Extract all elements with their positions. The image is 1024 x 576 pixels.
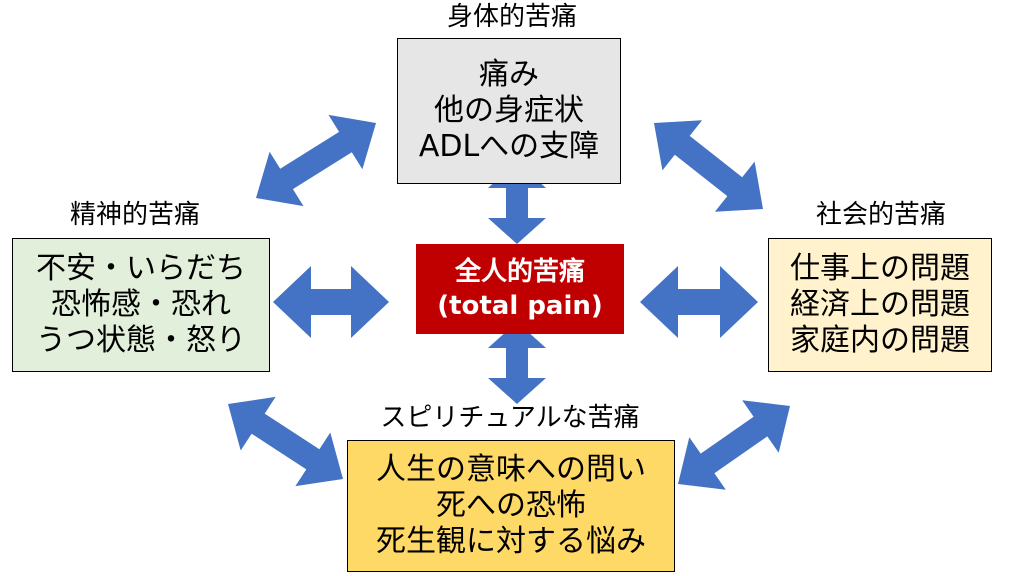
arrow-spiritual-social — [678, 400, 790, 490]
arrow-physical-social — [654, 120, 763, 212]
spiritual-pain-box: 人生の意味への問い 死への恐怖 死生観に対する悩み — [347, 440, 675, 572]
social-pain-item: 仕事上の問題 — [790, 251, 970, 286]
arrow-mental-physical — [256, 114, 376, 207]
social-pain-item: 家庭内の問題 — [790, 323, 970, 358]
arrow-center-spiritual — [488, 322, 546, 404]
mental-pain-box: 不安・いらだち 恐怖感・恐れ うつ状態・怒り — [12, 238, 270, 372]
arrow-center-social — [640, 266, 758, 338]
social-pain-box: 仕事上の問題 経済上の問題 家庭内の問題 — [768, 238, 992, 372]
total-pain-title: 全人的苦痛 — [454, 257, 585, 287]
social-pain-item: 経済上の問題 — [790, 287, 970, 322]
mental-pain-item: うつ状態・怒り — [36, 323, 246, 358]
social-pain-title: 社会的苦痛 — [815, 200, 946, 230]
physical-pain-item: ADLへの支障 — [418, 129, 600, 164]
arrow-mental-spiritual — [228, 396, 343, 487]
spiritual-pain-title: スピリチュアルな苦痛 — [380, 403, 640, 433]
total-pain-subtitle: (total pain) — [437, 291, 603, 321]
physical-pain-title: 身体的苦痛 — [446, 2, 577, 32]
spiritual-pain-item: 死への恐怖 — [436, 488, 586, 523]
spiritual-pain-item: 死生観に対する悩み — [376, 524, 646, 559]
mental-pain-title: 精神的苦痛 — [69, 200, 200, 230]
physical-pain-item: 痛み — [479, 57, 539, 92]
mental-pain-item: 恐怖感・恐れ — [51, 287, 231, 322]
physical-pain-item: 他の身症状 — [434, 93, 584, 128]
physical-pain-box: 痛み 他の身症状 ADLへの支障 — [397, 38, 621, 184]
total-pain-box: 全人的苦痛 (total pain) — [416, 244, 624, 334]
mental-pain-item: 不安・いらだち — [36, 251, 246, 286]
arrow-mental-center — [273, 266, 389, 338]
spiritual-pain-item: 人生の意味への問い — [376, 452, 646, 487]
